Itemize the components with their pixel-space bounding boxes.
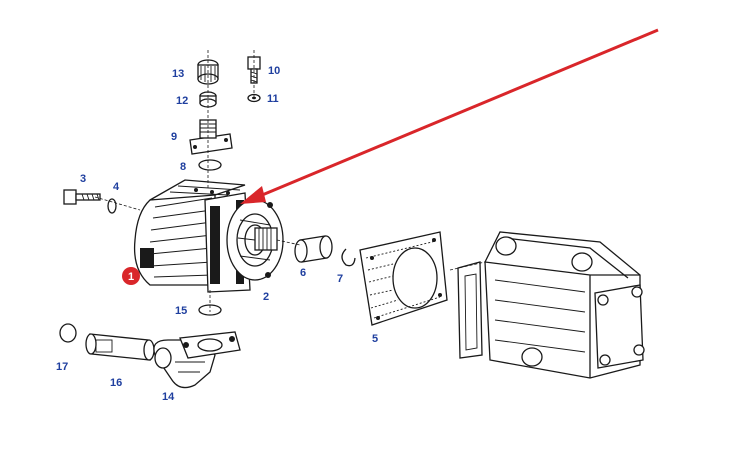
label-part-15: 15	[175, 305, 187, 317]
part-3-bolt	[63, 189, 101, 205]
label-part-11: 11	[267, 93, 279, 105]
part-labels: 2 3 4 5 6 7 8 9 10 11 12 13 14 15 16 17	[56, 65, 378, 403]
pump-body	[133, 179, 284, 293]
callout-badge-text: 1	[128, 271, 134, 283]
label-part-10: 10	[268, 65, 280, 77]
part-4-washer	[107, 198, 117, 214]
part-9-fitting	[189, 119, 233, 155]
leader-lines	[94, 50, 486, 312]
part-8-oring	[198, 159, 222, 171]
label-part-13: 13	[172, 68, 184, 80]
label-part-17: 17	[56, 361, 68, 373]
label-part-14: 14	[162, 391, 175, 403]
label-part-7: 7	[337, 273, 343, 285]
part-12-washer	[199, 91, 217, 108]
part-7-circlip	[341, 248, 356, 267]
part-16-pipe	[85, 333, 155, 361]
part-14-elbow-fitting	[153, 331, 241, 389]
transmission-housing	[457, 231, 645, 379]
label-part-3: 3	[80, 173, 86, 185]
label-part-8: 8	[180, 161, 186, 173]
label-part-12: 12	[176, 95, 188, 107]
callout-badge: 1	[122, 267, 140, 285]
part-17-oring	[59, 323, 77, 343]
part-5-gasket	[359, 231, 448, 326]
highlight-arrow	[240, 28, 659, 204]
label-part-2: 2	[263, 291, 269, 303]
label-part-16: 16	[110, 377, 122, 389]
label-part-4: 4	[113, 181, 120, 193]
part-6-sleeve	[294, 235, 333, 263]
label-part-9: 9	[171, 131, 177, 143]
label-part-5: 5	[372, 333, 378, 345]
label-part-6: 6	[300, 267, 306, 279]
